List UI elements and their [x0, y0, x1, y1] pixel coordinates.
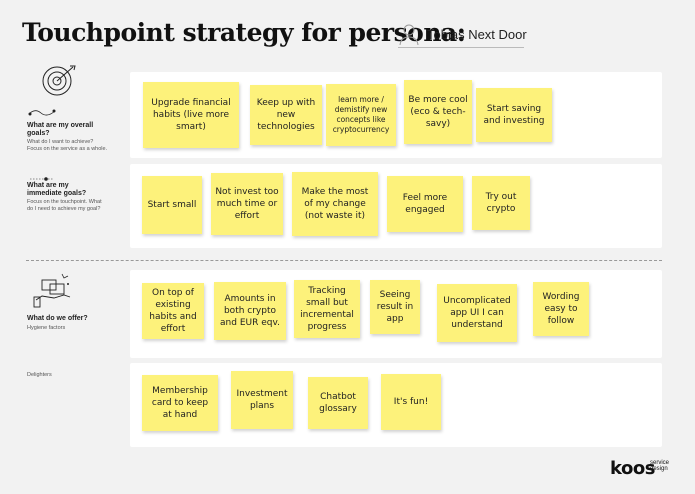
section-divider [26, 260, 662, 261]
sticky-note: Not invest too much time or effort [211, 173, 283, 235]
overall-goals-sub: What do I want to achieve? Focus on the … [27, 139, 108, 152]
sticky-note: Wording easy to follow [533, 282, 589, 336]
progress-path-icon [28, 109, 56, 116]
sticky-note: Start small [142, 176, 202, 234]
target-icon [42, 65, 76, 96]
sticky-note: Try out crypto [472, 176, 530, 230]
page-title: Touchpoint strategy for persona: [22, 18, 466, 47]
sticky-note: Amounts in both crypto and EUR eqv. [214, 282, 286, 340]
offer-label: What do we offer? [27, 315, 88, 322]
overall-goals-label: What are my overall goals? [27, 122, 94, 137]
sticky-note: learn more / demistify new concepts like… [326, 84, 396, 146]
persona-name: Tobias Next Door [427, 27, 527, 42]
sticky-note: Be more cool (eco & tech-savy) [404, 80, 472, 144]
sticky-note: Make the most of my change (not waste it… [292, 172, 378, 236]
hygiene-factors-label: Hygiene factors [27, 325, 66, 331]
sticky-note: Tracking small but incremental progress [294, 280, 360, 338]
sticky-note: It's fun! [381, 374, 441, 430]
sticky-note: Seeing result in app [370, 280, 420, 334]
sticky-note: Membership card to keep at hand [142, 375, 218, 431]
sticky-note: Keep up with new technologies [250, 85, 322, 145]
sticky-note: Chatbot glossary [308, 377, 368, 429]
persona-underline [398, 47, 524, 48]
logo-subtitle: service design [650, 460, 670, 472]
sticky-note: Investment plans [231, 371, 293, 429]
koos-logo: koos [610, 458, 655, 479]
user-icon [399, 24, 419, 46]
immediate-goals-sub: Focus on the touchpoint. What do I need … [27, 199, 102, 212]
delighters-label: Delighters [27, 372, 52, 378]
immediate-goals-label: What are my immediate goals? [27, 182, 87, 197]
sticky-note: Upgrade financial habits (live more smar… [143, 82, 239, 148]
sticky-note: Feel more engaged [387, 176, 463, 232]
sticky-note: On top of existing habits and effort [142, 283, 204, 339]
hand-coins-icon [33, 273, 71, 308]
sticky-note: Start saving and investing [476, 88, 552, 142]
progress-dots-icon [30, 177, 54, 181]
sticky-note: Uncomplicated app UI I can understand [437, 284, 517, 342]
